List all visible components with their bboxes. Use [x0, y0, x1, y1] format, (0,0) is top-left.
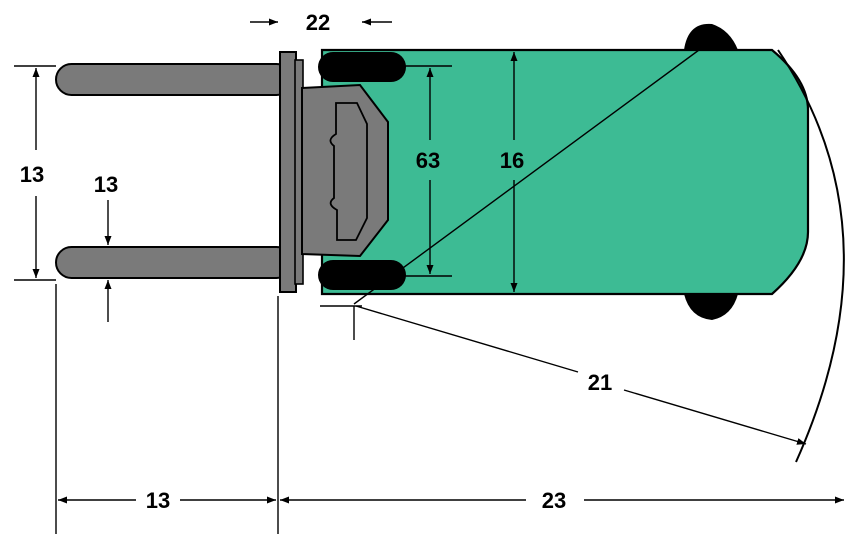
dim-body-width: 16 [500, 52, 524, 292]
rear-wheel-bottom [684, 294, 738, 320]
front-wheel-top [318, 52, 406, 82]
fork-carriage [279, 51, 297, 293]
fork-bottom [55, 246, 293, 279]
body-diagonal-line [353, 35, 719, 305]
fork-top [55, 63, 293, 96]
dim-fork-length: 13 [55, 284, 279, 534]
dim-truck-length-label: 23 [542, 488, 566, 513]
dim-turning-radius-label: 21 [588, 370, 612, 395]
dim-wheel-track: 63 [398, 65, 452, 277]
dim-fork-width-label: 13 [94, 172, 118, 197]
mast-inner [329, 102, 368, 241]
dim-fork-length-label: 13 [146, 488, 170, 513]
dim-wheel-track-label: 63 [416, 148, 440, 173]
dim-fork-width: 13 [94, 172, 118, 322]
forklift-top-view-icon [55, 23, 845, 463]
dim-mast-width-label: 22 [306, 10, 330, 35]
truck-body [320, 48, 810, 296]
turning-radius-arc [777, 49, 845, 463]
dim-fork-spread-label: 13 [20, 162, 44, 187]
dim-fork-spread: 13 [14, 65, 56, 281]
dim-turning-radius: 21 [320, 305, 807, 445]
dim-body-width-label: 16 [500, 148, 524, 173]
rear-wheel-top [684, 23, 738, 50]
dim-truck-length: 23 [280, 488, 844, 513]
dim-mast-width: 22 [250, 10, 392, 35]
